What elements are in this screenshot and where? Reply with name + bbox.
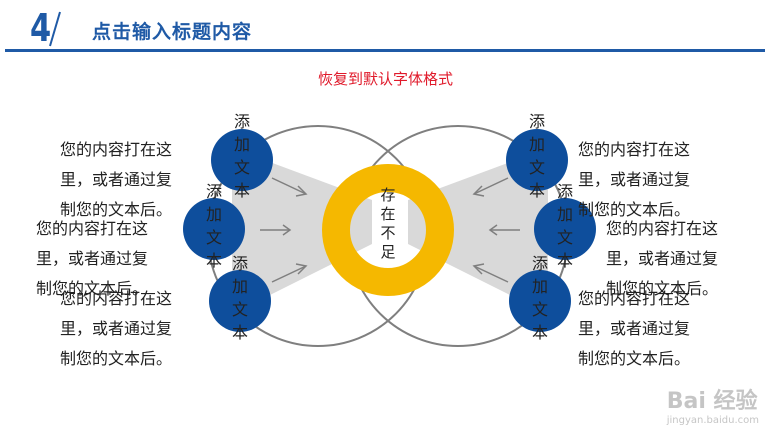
node-circle-right-middle (534, 198, 596, 260)
node-circle-left-top (211, 129, 273, 191)
text-left-bottom[interactable]: 您的内容打在这里，或者通过复制您的文本后。 (60, 289, 173, 368)
section-number: 4 (30, 6, 52, 50)
watermark-url: jingyan.baidu.com (666, 415, 759, 426)
arrow-left-bottom (271, 265, 307, 283)
header-slash (49, 11, 61, 47)
node-label-right-top[interactable]: 添加文本 (528, 112, 545, 200)
node-label-left-middle[interactable]: 添加文本 (205, 182, 222, 270)
page-title[interactable]: 点击输入标题内容 (92, 21, 253, 43)
header-divider (5, 49, 765, 52)
text-right-top[interactable]: 您的内容打在这里，或者通过复制您的文本后。 (578, 140, 691, 219)
node-label-right-bottom[interactable]: 添加文本 (531, 254, 548, 342)
subtitle[interactable]: 恢复到默认字体格式 (317, 70, 453, 88)
right-fan (408, 148, 548, 314)
center-ring (322, 164, 454, 296)
arrow-right-bottom (473, 265, 509, 283)
arrow-right-top (473, 177, 509, 195)
text-right-bottom[interactable]: 您的内容打在这里，或者通过复制您的文本后。 (578, 289, 691, 368)
node-circle-left-bottom (209, 270, 271, 332)
arrow-left-top (271, 177, 307, 195)
text-left-top[interactable]: 您的内容打在这里，或者通过复制您的文本后。 (60, 140, 173, 219)
node-label-left-top[interactable]: 添加文本 (233, 112, 250, 200)
node-label-left-bottom[interactable]: 添加文本 (231, 254, 248, 342)
node-circle-right-top (506, 129, 568, 191)
text-left-middle[interactable]: 您的内容打在这里，或者通过复制您的文本后。 (36, 219, 149, 298)
watermark-brand: Bai 经验 (666, 389, 758, 414)
center-label[interactable]: 存在不足 (380, 186, 396, 261)
node-label-right-middle[interactable]: 添加文本 (556, 182, 573, 270)
text-right-middle[interactable]: 您的内容打在这里，或者通过复制您的文本后。 (606, 219, 719, 298)
node-circle-right-bottom (509, 270, 571, 332)
node-circle-left-middle (183, 198, 245, 260)
watermark: Bai 经验 jingyan.baidu.com (667, 383, 759, 426)
